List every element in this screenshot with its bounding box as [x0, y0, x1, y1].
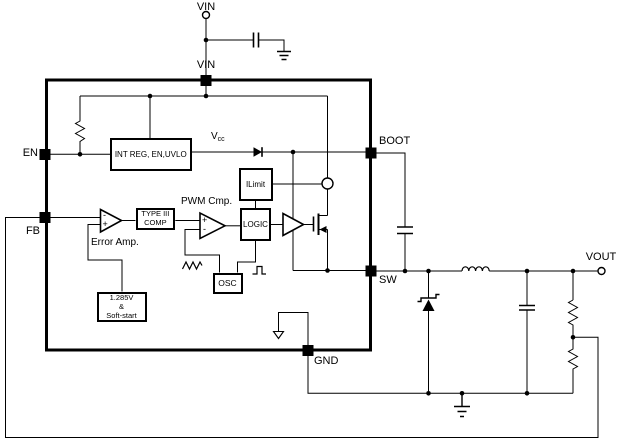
fb-pin-label: FB — [25, 225, 40, 237]
feedback-resistor-bottom — [567, 337, 579, 394]
pin-en — [39, 149, 51, 160]
block-ref-line1: 1.285V — [109, 293, 134, 302]
error-amp-minus-mark: - — [103, 210, 106, 220]
signal-ground-wire — [278, 312, 309, 345]
output-capacitor — [519, 304, 535, 311]
en-pullup-resistor — [74, 96, 86, 155]
sawtooth-waveform-icon — [181, 260, 203, 271]
pin-fb — [39, 212, 51, 223]
pin-vin — [200, 75, 212, 86]
schottky-diode — [417, 293, 440, 311]
signal-ground-symbol — [272, 330, 285, 340]
error-amp-plus-mark: + — [102, 218, 108, 229]
vcc-label-sub: cc — [217, 136, 225, 143]
pwm-cmp-minus-mark: - — [203, 224, 206, 234]
vin-terminal — [201, 10, 211, 20]
gate-driver-triangle — [282, 212, 306, 237]
sawtooth-wire — [184, 229, 220, 273]
vout-terminal-label: VOUT — [585, 251, 617, 263]
block-osc-label: OSC — [218, 278, 237, 288]
block-type3-line1: TYPE III — [141, 209, 170, 219]
error-amp-label: Error Amp. — [91, 236, 139, 248]
feedback-resistor-top — [567, 299, 579, 338]
pin-gnd — [302, 345, 314, 356]
input-capacitor — [252, 32, 260, 48]
inductor — [461, 266, 490, 272]
vcc-label: Vcc — [211, 131, 225, 144]
block-ref-line2: & — [118, 302, 124, 311]
reference-wire — [87, 224, 123, 292]
clock-wire — [237, 240, 256, 273]
ground-rail — [307, 356, 573, 394]
pin-sw — [365, 265, 377, 277]
block-logic: LOGIC — [240, 208, 271, 241]
io-terminals — [201, 10, 606, 276]
block-type3-comp: TYPE III COMP — [135, 207, 176, 231]
en-pin-label: EN — [22, 147, 38, 159]
driver-supply-wire — [292, 152, 366, 271]
block-type3-line2: COMP — [144, 217, 167, 227]
bootstrap-wire — [376, 152, 406, 271]
block-int-reg-label: INT REG, EN,UVLO — [114, 150, 187, 159]
feedback-loop-wire — [5, 217, 599, 438]
vcc-diode — [253, 147, 263, 157]
vcc-label-main: V — [211, 131, 218, 142]
block-int-reg: INT REG, EN,UVLO — [110, 138, 192, 171]
block-ilimit: ILimit — [238, 167, 273, 201]
pulse-waveform-icon — [252, 265, 266, 275]
block-ref-line3: Soft-start — [106, 311, 137, 320]
input-ground-symbol — [277, 50, 291, 61]
boot-pin-label: BOOT — [379, 135, 411, 147]
block-ilimit-label: ILimit — [245, 179, 266, 189]
vin-pin-label: VIN — [196, 59, 216, 71]
earth-ground-symbol — [454, 393, 470, 418]
vin-terminal-label: VIN — [196, 1, 216, 13]
pwm-comparator-triangle — [199, 211, 227, 240]
ic-pins — [39, 75, 377, 356]
pwm-cmp-plus-mark: + — [202, 214, 208, 225]
vout-terminal — [597, 266, 606, 276]
block-logic-label: LOGIC — [243, 219, 268, 229]
gnd-pin-label: GND — [314, 355, 339, 367]
cap-ground-wire — [258, 39, 285, 52]
bootstrap-capacitor — [397, 226, 413, 235]
pwm-cmp-label: PWM Cmp. — [181, 196, 233, 207]
block-reference: 1.285V & Soft-start — [96, 291, 147, 322]
mosfet — [312, 213, 328, 271]
block-osc: OSC — [212, 272, 243, 294]
error-amp-triangle — [99, 208, 124, 234]
current-sense-circle — [321, 177, 334, 190]
junction-dots — [77, 37, 576, 396]
pin-boot — [365, 147, 377, 159]
wires — [5, 18, 599, 438]
sw-pin-label: SW — [379, 274, 397, 286]
